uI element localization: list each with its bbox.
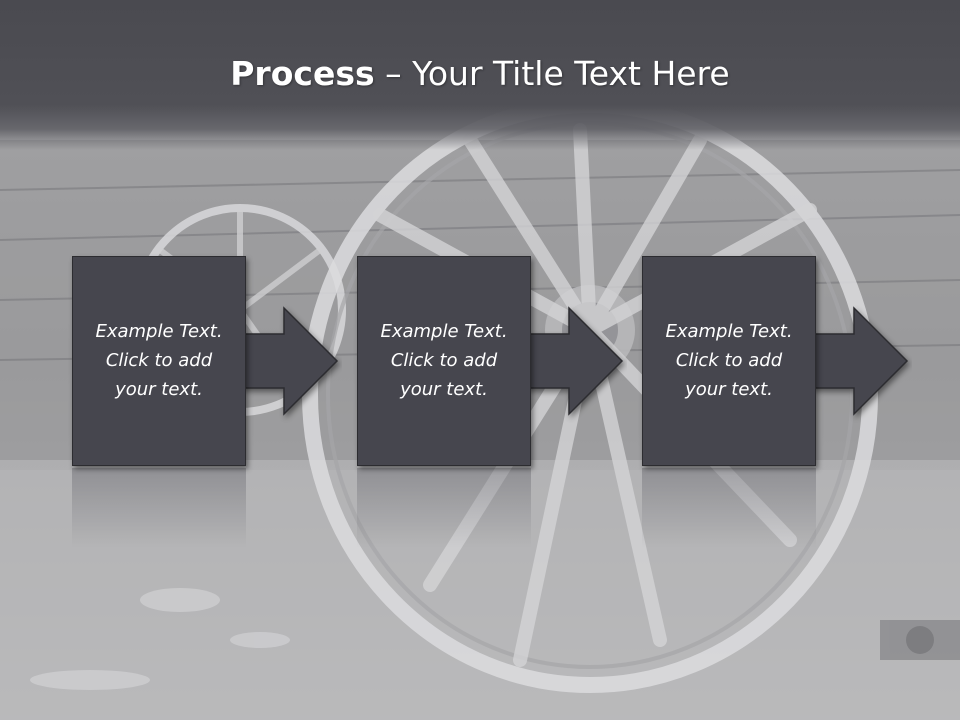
- step-text[interactable]: Example Text. Click to add your text.: [95, 320, 223, 400]
- step-box[interactable]: Example Text. Click to add your text.: [642, 256, 816, 466]
- step-text[interactable]: Example Text. Click to add your text.: [665, 320, 793, 400]
- title-rest: – Your Title Text Here: [374, 54, 730, 93]
- title-bold: Process: [230, 54, 375, 93]
- step-box[interactable]: Example Text. Click to add your text.: [357, 256, 531, 466]
- step-text[interactable]: Example Text. Click to add your text.: [380, 320, 508, 400]
- step-reflection: [72, 468, 246, 548]
- arrow-right-icon: [241, 306, 339, 416]
- step-box[interactable]: Example Text. Click to add your text.: [72, 256, 246, 466]
- slide-title[interactable]: Process – Your Title Text Here: [0, 52, 960, 96]
- step-reflection: [357, 468, 531, 548]
- step-reflection: [642, 468, 816, 548]
- arrow-right-icon: [526, 306, 624, 416]
- arrow-right-icon: [811, 306, 909, 416]
- title-bar: [0, 0, 960, 150]
